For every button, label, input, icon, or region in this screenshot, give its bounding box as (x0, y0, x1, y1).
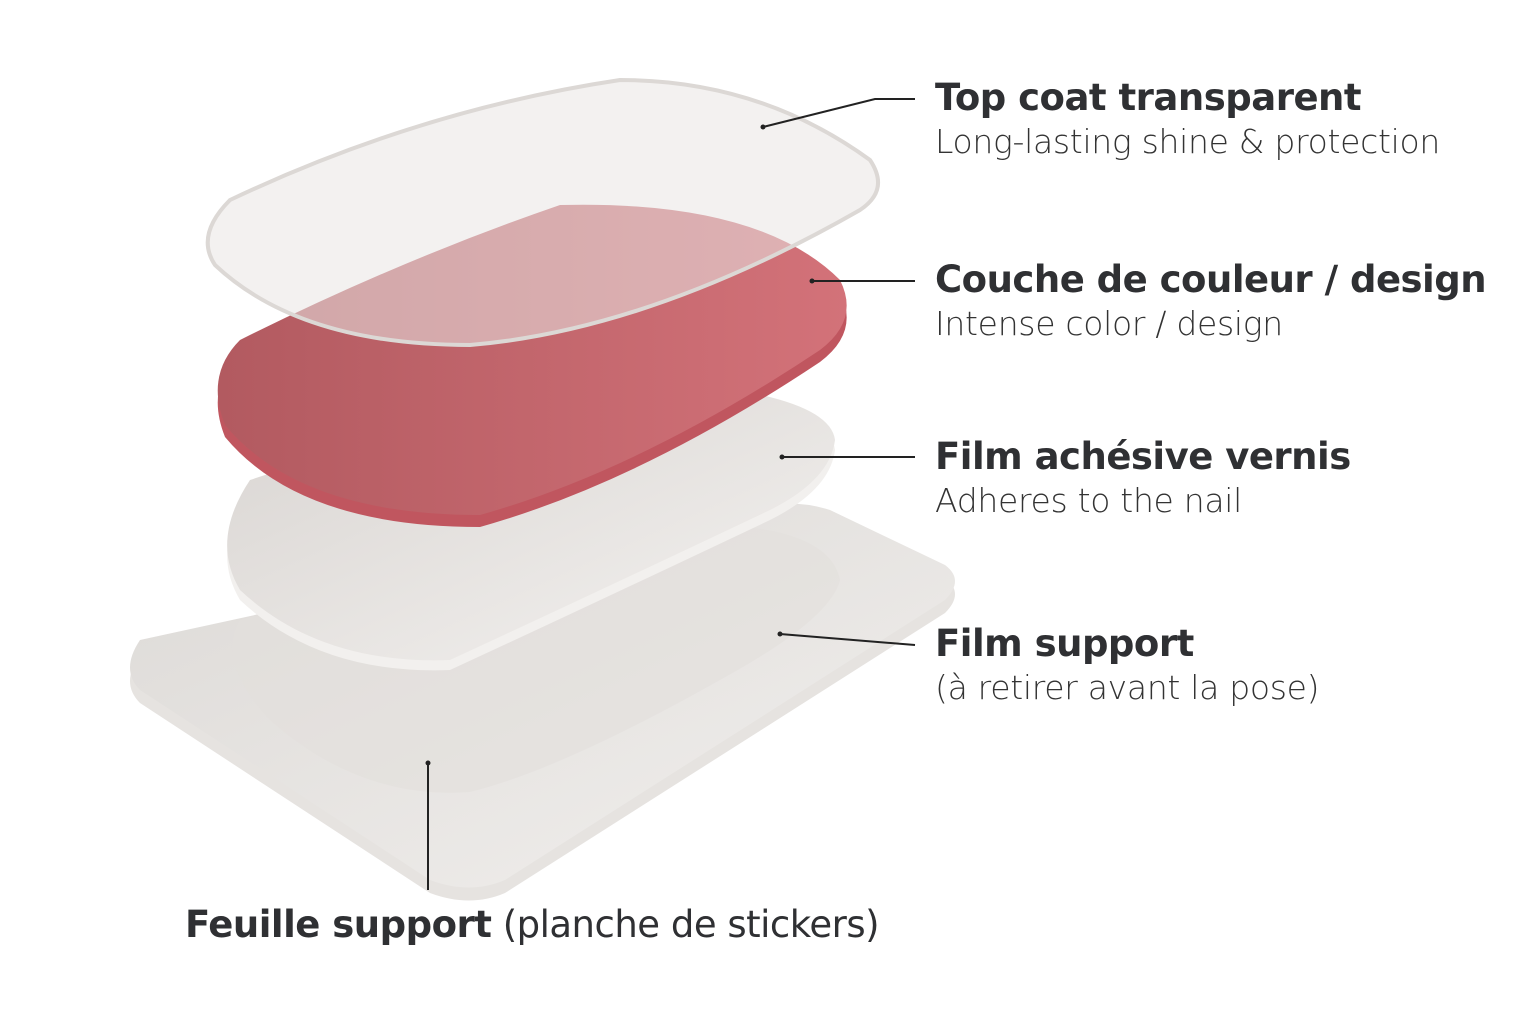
label-title: Film support (935, 622, 1194, 665)
label-title: Top coat transparent (935, 76, 1362, 119)
top-coat-layer (205, 77, 880, 348)
label-top-coat: Top coat transparent Long-lasting shine … (935, 76, 1440, 164)
base-subtitle: (planche de stickers) (502, 903, 880, 946)
label-subtitle: (à retirer avant la pose) (935, 668, 1320, 707)
label-title: Film achésive vernis (935, 435, 1351, 478)
label-base-sheet: Feuille support (planche de stickers) (185, 903, 880, 946)
label-title: Couche de couleur / design (935, 258, 1487, 301)
base-title: Feuille support (185, 903, 492, 946)
label-subtitle: Long-lasting shine & protection (935, 122, 1441, 161)
leader-lines (427, 98, 916, 890)
label-adhesive-film: Film achésive vernis Adheres to the nail (935, 435, 1351, 523)
label-film-support: Film support (à retirer avant la pose) (935, 622, 1320, 710)
label-subtitle: Adheres to the nail (935, 481, 1243, 520)
label-color-layer: Couche de couleur / design Intense color… (935, 258, 1487, 346)
label-subtitle: Intense color / design (935, 304, 1283, 343)
